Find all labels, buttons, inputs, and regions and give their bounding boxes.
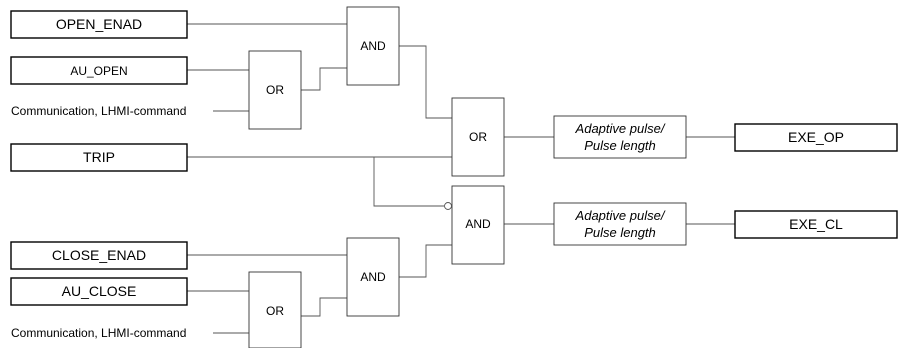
gate-and-close-label: AND xyxy=(360,270,386,284)
pulse-block-close: Adaptive pulse/ Pulse length xyxy=(553,202,687,246)
gate-and-open-label: AND xyxy=(360,39,386,53)
output-exe-cl: EXE_CL xyxy=(734,210,898,239)
pulse-block-open: Adaptive pulse/ Pulse length xyxy=(553,115,687,159)
wire-or-open-to-and xyxy=(301,67,347,91)
wire-trip-branch xyxy=(373,157,444,207)
open-enad-label: OPEN_ENAD xyxy=(56,16,142,32)
gate-or-open-inputs: OR xyxy=(248,50,302,130)
gate-or-trip: OR xyxy=(451,97,505,177)
input-trip: TRIP xyxy=(10,143,188,172)
output-exe-op: EXE_OP xyxy=(734,123,898,152)
gate-and-close-trip: AND xyxy=(451,185,505,265)
input-au-close: AU_CLOSE xyxy=(10,277,188,306)
trip-label: TRIP xyxy=(83,149,115,165)
wire-or-close-to-and xyxy=(301,297,347,317)
close-enad-label: CLOSE_ENAD xyxy=(52,247,146,263)
exe-op-label: EXE_OP xyxy=(788,129,844,145)
input-close-enad: CLOSE_ENAD xyxy=(10,241,188,270)
input-open-enad: OPEN_ENAD xyxy=(10,10,188,39)
au-close-label: AU_CLOSE xyxy=(62,283,137,299)
pulse-open-line1: Adaptive pulse/ xyxy=(575,121,666,136)
pulse-open-line2: Pulse length xyxy=(584,138,656,153)
comm-close-label: Communication, LHMI-command xyxy=(11,326,186,340)
gate-or-close-inputs: OR xyxy=(248,271,302,348)
gate-and-close: AND xyxy=(346,237,400,317)
input-au-open: AU_OPEN xyxy=(10,56,188,85)
gate-or-open-inputs-label: OR xyxy=(266,83,284,97)
wire-and-close-to-and xyxy=(399,244,452,278)
pulse-close-line2: Pulse length xyxy=(584,225,656,240)
gate-and-open: AND xyxy=(346,6,400,86)
gate-or-close-inputs-label: OR xyxy=(266,304,284,318)
pulse-close-line1: Adaptive pulse/ xyxy=(575,208,666,223)
gate-or-trip-label: OR xyxy=(469,130,487,144)
comm-open-label: Communication, LHMI-command xyxy=(11,104,186,118)
wire-and-open-to-or xyxy=(399,45,452,119)
au-open-label: AU_OPEN xyxy=(70,64,127,78)
wires xyxy=(187,23,735,334)
gate-and-close-trip-label: AND xyxy=(465,217,491,231)
exe-cl-label: EXE_CL xyxy=(789,216,843,232)
inverter-dot xyxy=(444,202,452,210)
